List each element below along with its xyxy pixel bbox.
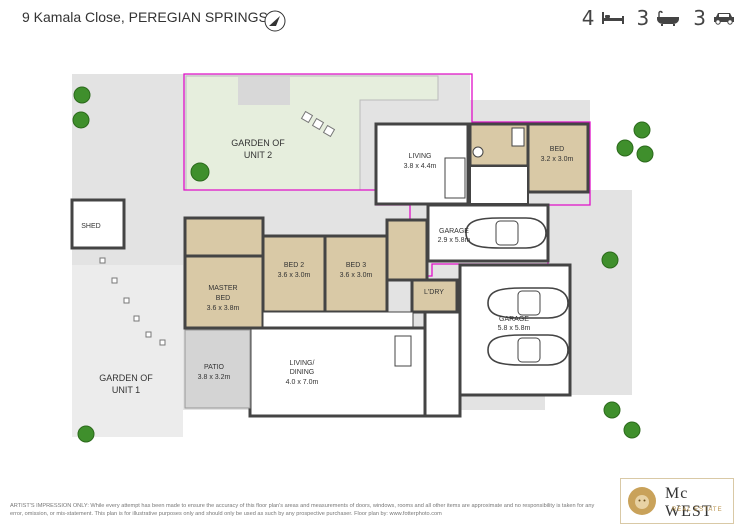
label-bed2-size: 3.6 x 3.0m	[278, 272, 311, 279]
label-living-dining-size: 4.0 x 7.0m	[286, 379, 319, 386]
label-garden-unit2-line2: UNIT 2	[244, 150, 272, 160]
label-living-unit2-size: 3.8 x 4.4m	[404, 163, 437, 170]
bedroom-count: 4	[581, 6, 595, 30]
label-living-dining-line1: LIVING/	[290, 360, 315, 367]
shed	[70, 198, 126, 250]
label-shed: SHED	[81, 223, 100, 230]
unit2-building	[374, 122, 590, 263]
label-garden-unit1-line1: GARDEN OF	[99, 373, 153, 383]
label-garage-large: GARAGE	[499, 316, 529, 323]
property-stats: 4 3 3	[570, 6, 736, 30]
label-bed2: BED 2	[284, 262, 304, 269]
label-patio-size: 3.8 x 3.2m	[198, 374, 231, 381]
label-master-bed-line2: BED	[216, 295, 230, 302]
label-bed3: BED 3	[346, 262, 366, 269]
laundry-room	[410, 278, 459, 314]
label-master-bed-line1: MASTER	[208, 285, 237, 292]
label-bed-unit2: BED	[550, 146, 564, 153]
car-garage-large-bottom	[487, 334, 569, 366]
hall-unit2	[469, 165, 529, 205]
lion-icon	[628, 487, 656, 515]
car-garage-small	[465, 217, 547, 249]
master-bedroom	[183, 254, 265, 330]
logo-brand-text: Mc WEST	[665, 485, 713, 520]
label-garden-unit2-line1: GARDEN OF	[231, 138, 285, 148]
label-garden-unit1-line2: UNIT 1	[112, 385, 140, 395]
label-living-dining-line2: DINING	[290, 369, 315, 376]
car-garage-large-top	[487, 287, 569, 319]
car-space-count: 3	[693, 6, 706, 30]
bathroom-count: 3	[636, 6, 650, 30]
property-address: 9 Kamala Close, PEREGIAN SPRINGS	[22, 9, 268, 25]
bathroom-unit1	[385, 218, 429, 282]
kitchen-island	[394, 335, 412, 367]
hallway-unit1	[262, 311, 414, 329]
bed-icon	[601, 12, 624, 24]
label-garage-large-size: 5.8 x 5.8m	[498, 325, 531, 332]
disclaimer-text: ARTIST'S IMPRESSION ONLY: While every at…	[10, 503, 595, 517]
agency-logo: Mc WEST REAL ESTATE	[620, 478, 734, 524]
bedroom-2	[261, 234, 327, 314]
label-laundry: L'DRY	[424, 289, 444, 296]
garden-unit1-lawn	[72, 265, 183, 437]
north-arrow-icon	[264, 10, 286, 32]
label-bed3-size: 3.6 x 3.0m	[340, 272, 373, 279]
logo-sub-text: REAL ESTATE	[672, 507, 723, 513]
label-bed-unit2-size: 3.2 x 3.0m	[541, 156, 574, 163]
bedroom-unit2	[526, 122, 590, 194]
trees	[72, 86, 654, 443]
label-garage-small: GARAGE	[439, 228, 469, 235]
label-patio: PATIO	[204, 364, 225, 371]
label-master-bed-size: 3.6 x 3.8m	[207, 305, 240, 312]
unit1-building	[183, 216, 572, 418]
label-garage-small-size: 2.9 x 5.8m	[438, 237, 471, 244]
garage-large	[458, 263, 572, 397]
bathtub-icon	[657, 10, 680, 26]
ensuite	[183, 216, 265, 258]
garden-unit2-slab	[238, 77, 290, 105]
kitchen-area	[423, 310, 462, 418]
patio	[184, 329, 251, 409]
stepping-stones	[99, 110, 336, 346]
label-living-unit2: LIVING	[409, 153, 432, 160]
car-icon	[714, 13, 734, 25]
plan-labels: GARDEN OF UNIT 2 LIVING 3.8 x 4.4m BED 3…	[81, 138, 573, 395]
